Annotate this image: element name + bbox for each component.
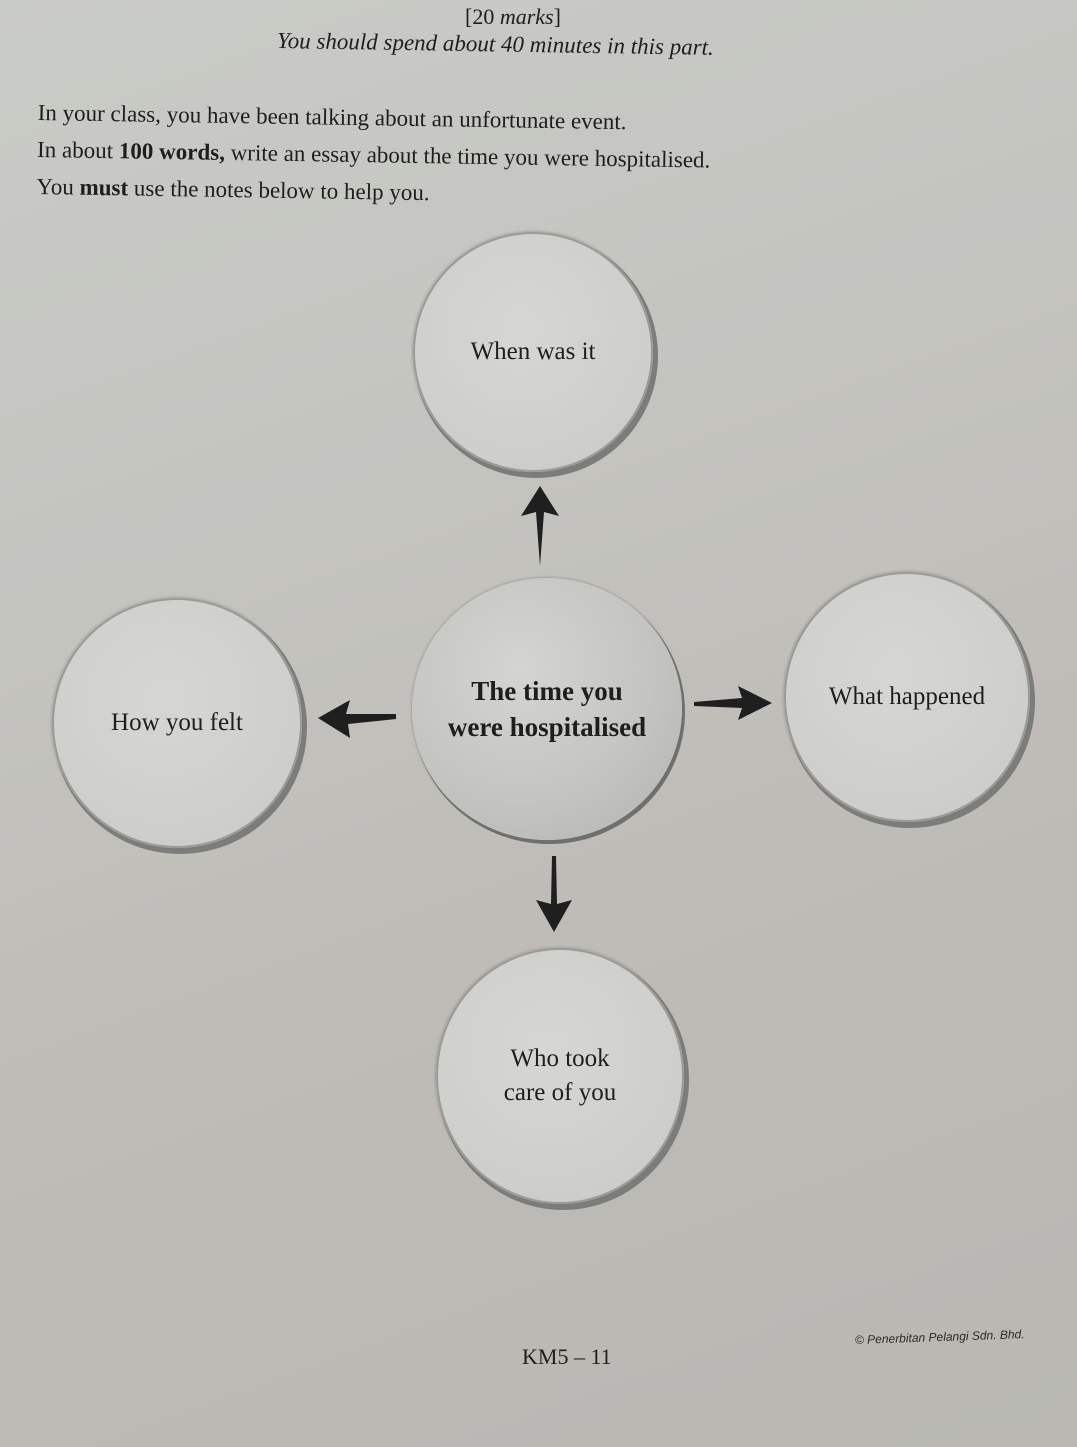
marks-number: [20: [465, 4, 500, 29]
marks-label: [20 marks]: [465, 4, 561, 30]
central-topic-line-2: were hospitalised: [447, 712, 647, 742]
marks-close: ]: [553, 4, 561, 29]
central-topic-circle: The time you were hospitalised: [412, 578, 682, 840]
down-arrow-icon: [536, 856, 572, 932]
note-circle-caretaker: Who took care of you: [436, 948, 684, 1204]
left-arrow-icon: [318, 700, 396, 738]
note-caretaker-line-1: Who took: [510, 1045, 610, 1072]
copyright-notice: © Penerbitan Pelangi Sdn. Bhd.: [854, 1327, 1025, 1347]
word-count-emphasis: 100 words,: [118, 138, 226, 165]
instruction-text: You: [36, 173, 80, 200]
instructions: In your class, you have been talking abo…: [36, 94, 711, 216]
right-arrow-icon: [694, 686, 772, 720]
marks-word: marks: [499, 4, 554, 29]
note-circle-when: When was it: [413, 232, 653, 472]
instruction-text: In about: [36, 136, 120, 164]
up-arrow-icon: [521, 486, 559, 566]
must-emphasis: must: [79, 174, 129, 201]
note-what-happened-label: What happened: [828, 683, 986, 710]
note-circle-what-happened: What happened: [784, 572, 1030, 822]
instruction-text: write an essay about the time you were h…: [224, 139, 711, 173]
time-note: You should spend about 40 minutes in thi…: [276, 28, 714, 60]
note-when-label: When was it: [470, 338, 596, 365]
note-circle-feelings: How you felt: [52, 598, 302, 848]
note-caretaker-line-2: care of you: [503, 1079, 617, 1106]
central-topic-line-1: The time you: [471, 676, 623, 706]
instruction-text: use the notes below to help you.: [127, 175, 430, 206]
note-feelings-label: How you felt: [111, 709, 243, 736]
page-code: KM5 – 11: [522, 1344, 612, 1369]
